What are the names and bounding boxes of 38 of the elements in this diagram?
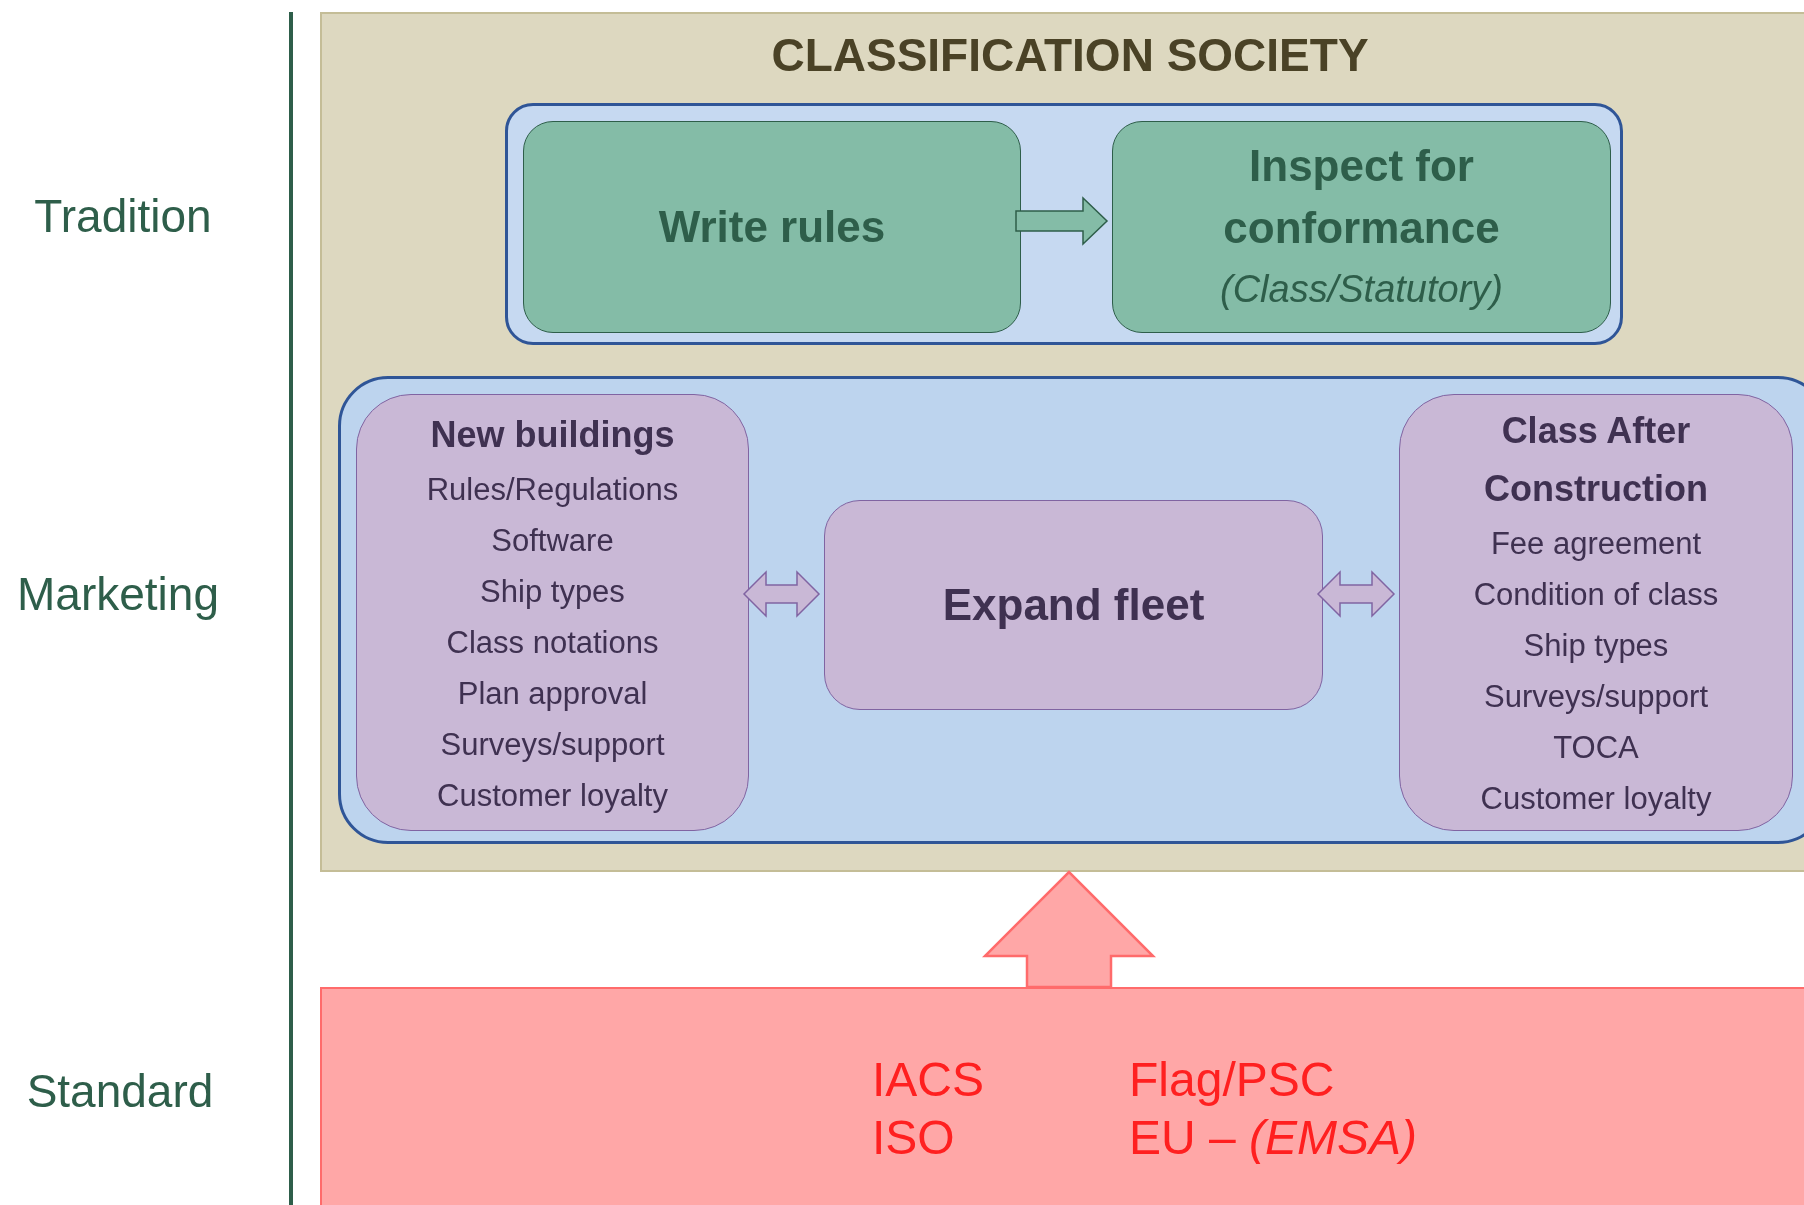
list-item: Customer loyalty (436, 776, 669, 815)
double-arrow (1316, 570, 1396, 618)
process-box (824, 500, 1323, 710)
list-item: Customer loyalty (1479, 779, 1713, 818)
process-box (523, 121, 1021, 333)
list-item: Ship types (1522, 626, 1670, 665)
box-title: New buildings (429, 412, 676, 457)
list-item: Surveys/support (439, 725, 666, 764)
process-box (1399, 394, 1793, 831)
list-item: Class notations (445, 623, 660, 661)
standard-text: IACS ISO (872, 1052, 985, 1166)
box-title: Inspect for conformance (1222, 140, 1501, 254)
process-box (1112, 121, 1611, 333)
box-title: Write rules (657, 201, 887, 253)
list-item: Rules/Regulations (425, 470, 680, 509)
list-item: Software (490, 521, 615, 559)
list-item: Fee agreement (1489, 524, 1703, 563)
organization-band (320, 12, 1804, 872)
list-item: Surveys/support (1483, 677, 1709, 716)
list-item: TOCA (1552, 728, 1640, 767)
list-item: Plan approval (456, 674, 649, 713)
list-item: Ship types (479, 572, 626, 611)
list-item: Condition of class (1472, 575, 1720, 614)
row-label: Marketing (17, 567, 219, 621)
group-panel (338, 376, 1804, 844)
row-label: Tradition (34, 189, 212, 243)
standard-text: Flag/PSC EU – (EMSA) (1129, 1052, 1418, 1166)
box-title: Class After Construction (1483, 408, 1709, 511)
box-title: Expand fleet (941, 579, 1206, 631)
standards-band (320, 987, 1804, 1205)
arrow (1015, 196, 1109, 246)
block-arrow (982, 870, 1156, 989)
double-arrow (742, 570, 821, 618)
band-title: CLASSIFICATION SOCIETY (770, 28, 1370, 82)
box-subtitle: (Class/Statutory) (1219, 267, 1504, 312)
row-label: Standard (26, 1064, 214, 1118)
group-panel (505, 103, 1623, 345)
process-box (356, 394, 749, 831)
